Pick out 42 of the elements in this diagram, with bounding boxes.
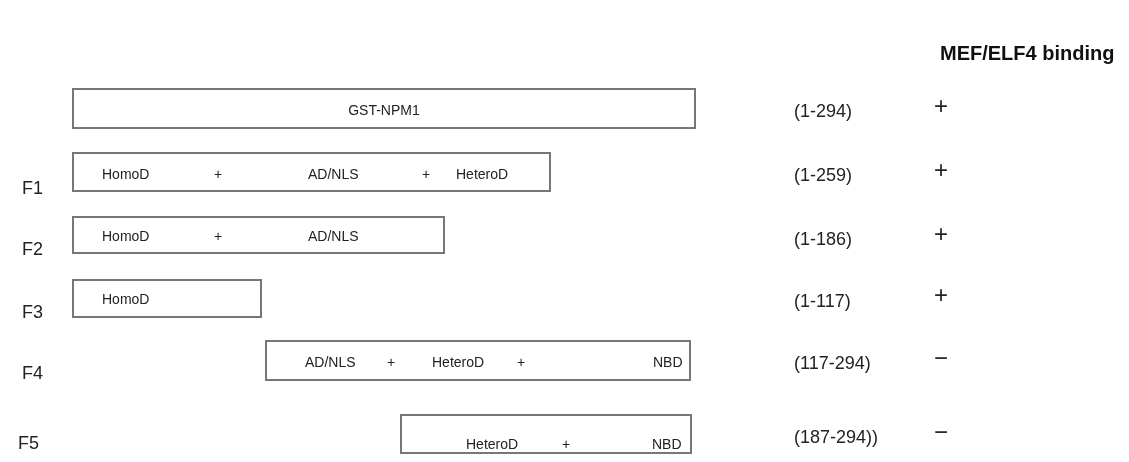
- protein-fragment-bar: [72, 152, 551, 192]
- domain-label: HomoD: [102, 227, 150, 246]
- domain-label: GST-NPM1: [347, 101, 421, 120]
- fragment-label: F1: [22, 177, 43, 200]
- domain-label: AD/NLS: [308, 165, 359, 184]
- domain-label: +: [387, 353, 396, 372]
- fragment-label: F4: [22, 362, 43, 385]
- domain-label: HomoD: [102, 165, 150, 184]
- residue-range: (1-259): [794, 164, 853, 187]
- binding-result: +: [934, 158, 948, 182]
- domain-label: NBD: [653, 353, 683, 372]
- domain-label: HeteroD: [456, 165, 509, 184]
- domain-label: +: [214, 227, 223, 246]
- protein-fragment-bar: [265, 340, 691, 381]
- domain-label: +: [517, 353, 526, 372]
- residue-range: (187-294)): [794, 426, 879, 449]
- protein-fragment-bar: [72, 279, 262, 318]
- protein-fragment-bar: [400, 414, 692, 454]
- domain-label: HomoD: [102, 290, 150, 309]
- binding-result: +: [934, 94, 948, 118]
- binding-result: +: [934, 222, 948, 246]
- column-heading: MEF/ELF4 binding: [940, 41, 1115, 66]
- protein-fragment-bar: [72, 216, 445, 254]
- fragment-label: F5: [18, 432, 39, 455]
- domain-label: +: [422, 165, 431, 184]
- fragment-label: F2: [22, 238, 43, 261]
- residue-range: (1-294): [794, 100, 853, 123]
- domain-label: +: [214, 165, 223, 184]
- binding-result: −: [934, 420, 948, 444]
- binding-result: +: [934, 283, 948, 307]
- domain-label: HeteroD: [432, 353, 485, 372]
- residue-range: (117-294): [794, 352, 871, 375]
- domain-label: HeteroD: [466, 435, 519, 454]
- protein-fragment-bar: [72, 88, 696, 129]
- fragment-label: F3: [22, 301, 43, 324]
- residue-range: (1-117): [794, 290, 851, 313]
- domain-label: NBD: [652, 435, 682, 454]
- domain-label: AD/NLS: [305, 353, 356, 372]
- residue-range: (1-186): [794, 228, 853, 251]
- domain-label: +: [562, 435, 571, 454]
- domain-label: AD/NLS: [308, 227, 359, 246]
- binding-result: −: [934, 346, 948, 370]
